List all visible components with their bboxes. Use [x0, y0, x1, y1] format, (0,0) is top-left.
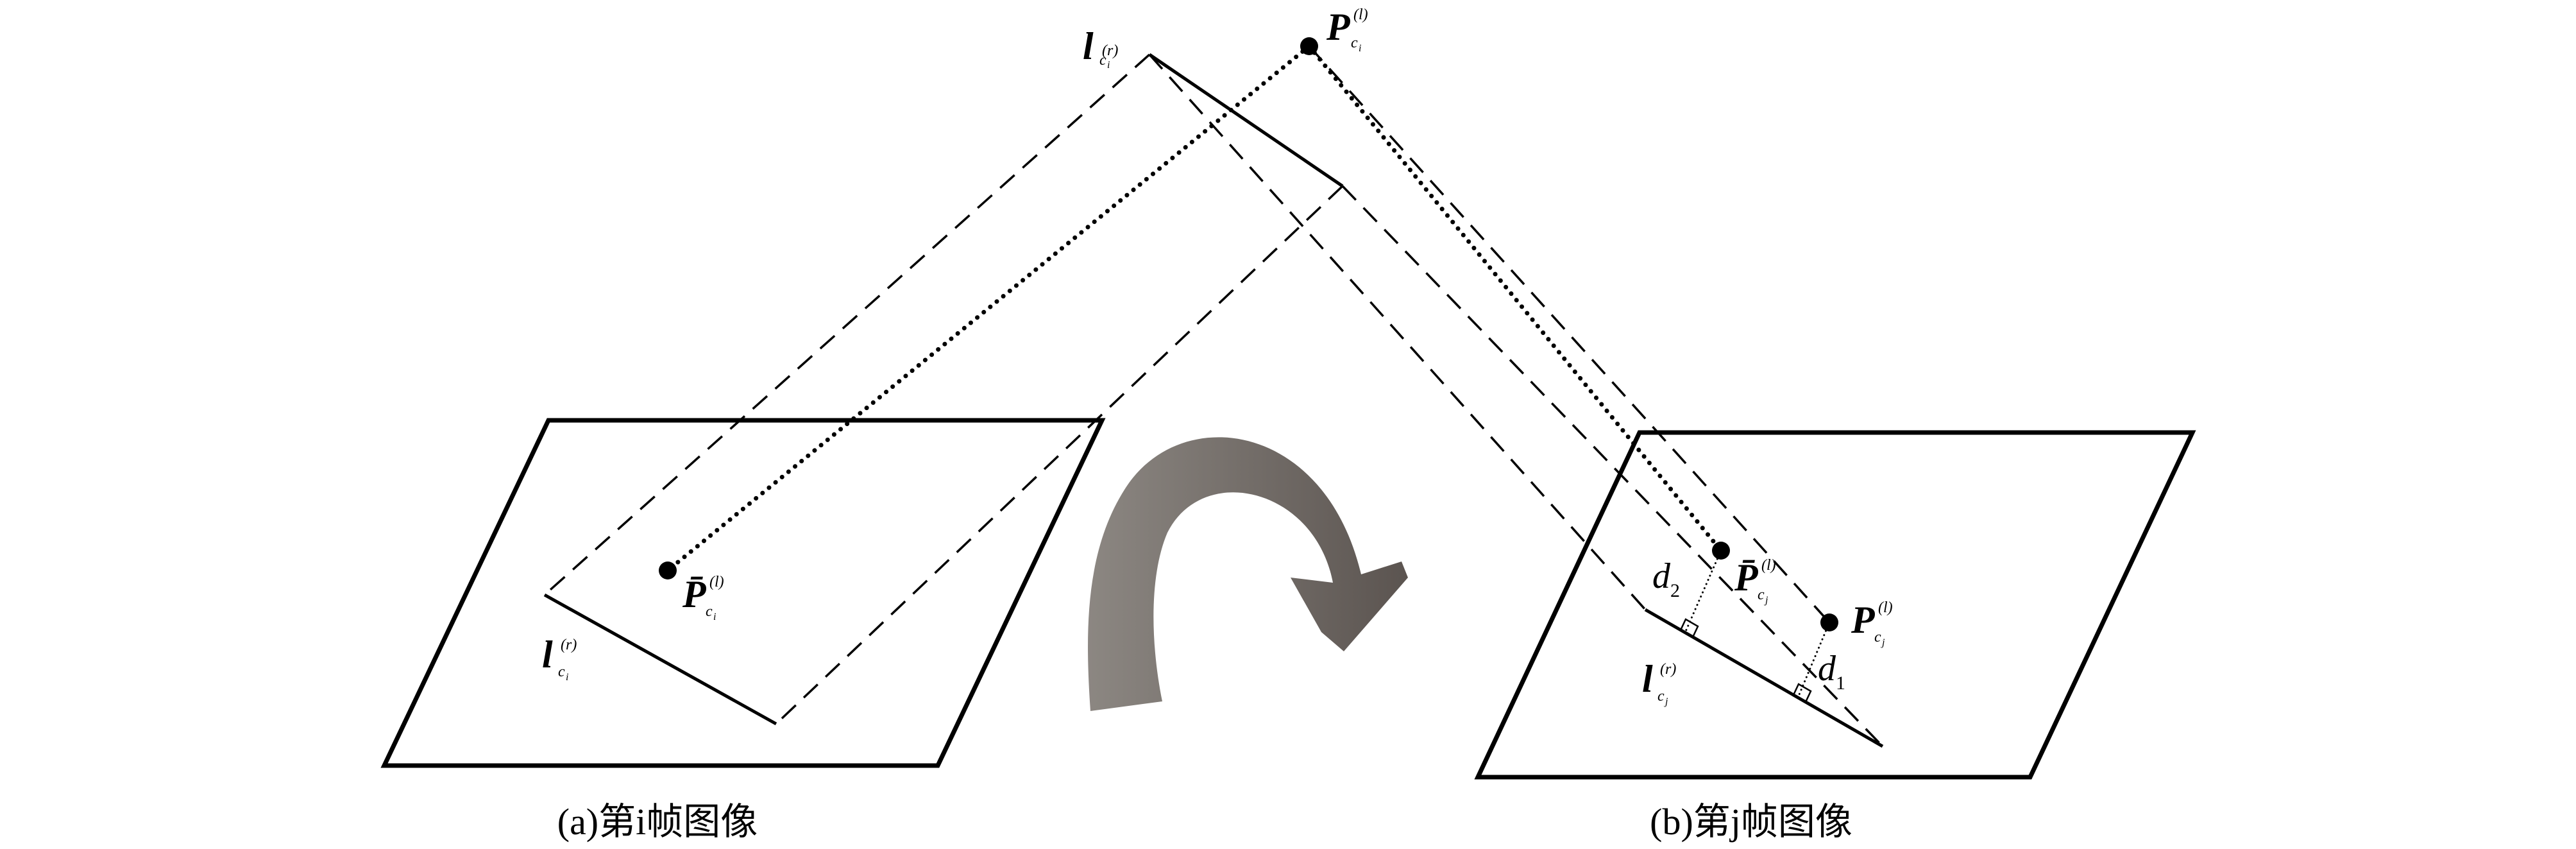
svg-text:(l): (l) — [709, 574, 724, 590]
svg-text:P̄: P̄ — [1734, 556, 1759, 599]
svg-text:l: l — [1642, 658, 1653, 700]
svg-text:i: i — [1359, 43, 1361, 54]
svg-text:j: j — [1664, 696, 1668, 707]
svg-text:c: c — [706, 603, 713, 620]
svg-text:c: c — [1657, 688, 1665, 705]
image-plane-frame-i — [380, 418, 1106, 768]
svg-text:2: 2 — [1670, 580, 1680, 601]
line-segment-frame-i — [543, 593, 777, 726]
svg-text:P: P — [1851, 599, 1876, 641]
svg-text:c: c — [1874, 629, 1881, 646]
svg-text:c: c — [1351, 35, 1358, 51]
svg-text:d: d — [1652, 556, 1671, 596]
label-distance-d2: d 2 — [1652, 556, 1680, 601]
svg-text:c: c — [558, 664, 565, 680]
dotted-ray-point-i — [665, 44, 1312, 573]
svg-text:l: l — [542, 633, 553, 676]
label-line-top: l (r) c i — [1083, 25, 1118, 71]
projected-point-frame-i — [659, 562, 677, 579]
dotted-ray-point-j — [1307, 44, 1724, 553]
svg-text:(r): (r) — [561, 637, 577, 653]
svg-text:d: d — [1818, 649, 1836, 689]
svg-text:(l): (l) — [1878, 599, 1893, 616]
rotation-arrow-icon — [1088, 437, 1408, 711]
svg-text:i: i — [713, 612, 716, 622]
svg-text:1: 1 — [1836, 673, 1845, 694]
right-angle-mark-d1 — [1792, 683, 1812, 703]
svg-text:(l): (l) — [1761, 557, 1776, 574]
svg-text:i: i — [1107, 60, 1110, 71]
label-projected-point-j: P̄ (l) c j — [1734, 556, 1776, 606]
svg-text:j: j — [1764, 595, 1768, 606]
svg-text:c: c — [1099, 52, 1106, 69]
label-observed-point-j: P (l) c j — [1851, 599, 1893, 648]
svg-text:(l): (l) — [1353, 6, 1368, 23]
svg-text:i: i — [566, 672, 568, 683]
svg-text:c: c — [1758, 587, 1765, 603]
svg-text:l: l — [1083, 25, 1094, 67]
svg-text:j: j — [1881, 637, 1885, 648]
image-plane-frame-j — [1474, 430, 2196, 780]
caption-frame-i: (a)第i帧图像 — [557, 801, 758, 843]
label-line-j: l (r) c j — [1642, 658, 1676, 707]
projection-ray-i-1 — [543, 53, 1151, 596]
space-line-segment — [1148, 53, 1344, 188]
svg-text:(r): (r) — [1102, 42, 1118, 59]
space-point — [1300, 37, 1318, 55]
line-segment-frame-j — [1644, 608, 1884, 748]
svg-text:P̄: P̄ — [682, 573, 707, 615]
label-point-top: P (l) c i — [1326, 6, 1368, 54]
label-distance-d1: d 1 — [1818, 649, 1845, 694]
caption-frame-j: (b)第j帧图像 — [1650, 801, 1852, 843]
projection-ray-j-1 — [1148, 53, 1647, 611]
projection-ray-j-2 — [1341, 185, 1884, 748]
distance-d1-line — [1797, 621, 1831, 699]
label-line-i: l (r) c i — [542, 633, 577, 683]
svg-text:P: P — [1326, 6, 1351, 48]
distance-d2-line — [1684, 549, 1722, 634]
svg-text:(r): (r) — [1660, 661, 1676, 678]
projection-ray-i-2 — [775, 185, 1344, 725]
projection-ray-point-j — [1308, 45, 1831, 624]
right-angle-mark-d2 — [1679, 618, 1699, 638]
label-projected-point-i: P̄ (l) c i — [682, 573, 724, 622]
